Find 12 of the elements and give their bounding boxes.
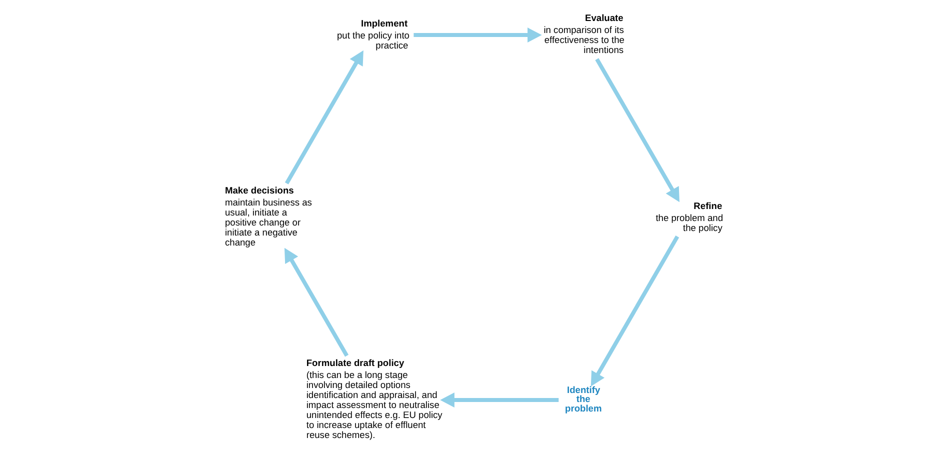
node-text: Formulate draft policy (this can be a long stage involving detailed options identification and appraisal, and impact assessment to neutralise unintended effects e.g. EU policy to increase uptake of effluent reuse schemes). [306, 358, 442, 440]
node-text: Implement put the policy into practice [336, 18, 409, 50]
arrow [284, 248, 348, 357]
node-text: Make decisions maintain business as usual, initiate a positive change or initiate a negative change [224, 186, 312, 248]
node-text: Refine the problem and the policy [655, 200, 723, 233]
node-text: Identify the problem [564, 384, 602, 414]
arrow [594, 58, 679, 202]
arrow [440, 392, 558, 408]
arrow [413, 28, 542, 43]
node-text: Evaluate in comparison of its effectiveness to the intentions [543, 13, 624, 56]
arrow [284, 50, 363, 184]
arrow [590, 236, 679, 386]
